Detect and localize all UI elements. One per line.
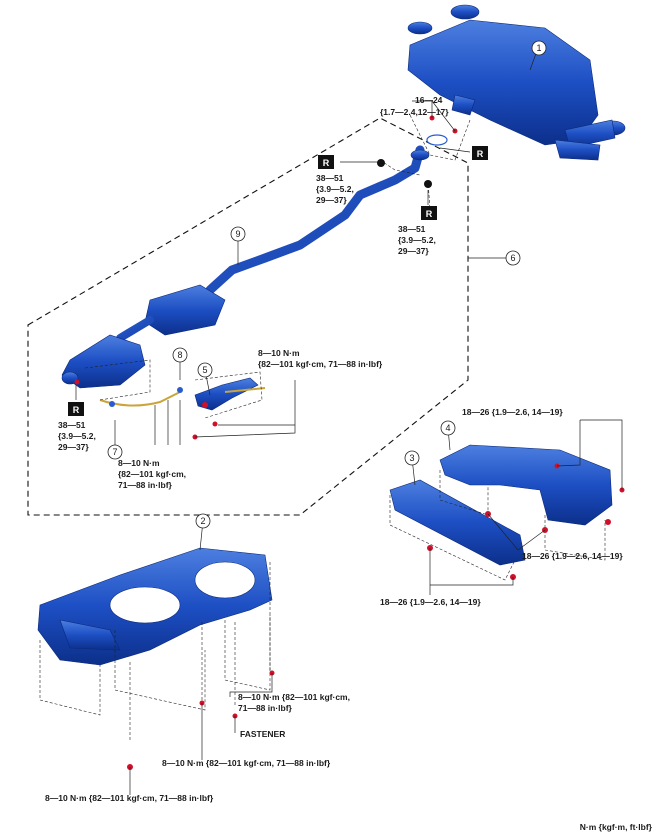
callout-4: 4 — [440, 420, 456, 436]
torque-38-51-top-detail-1: {3.9—5.2, — [316, 184, 354, 194]
callout-9: 9 — [230, 226, 246, 242]
torque-38-51-top: 38—51 — [316, 173, 344, 183]
front-pipe — [61, 145, 430, 389]
callout-3: 3 — [404, 450, 420, 466]
hanger-parts — [99, 377, 266, 411]
torque-8-10-hanger-detail: {82—101 kgf·cm, 71—88 in·lbf} — [258, 359, 383, 369]
units-legend: N·m {kgf·m, ft·lbf} — [580, 822, 653, 832]
torque-38-51-mid: 38—51 — [398, 224, 426, 234]
torque-16-24-detail: {1.7—2.4,12—17} — [380, 107, 449, 117]
torque-8-10-front-cover-a-detail: 71—88 in·lbf} — [238, 703, 293, 713]
torque-8-10-front-cover-a: 8—10 N·m {82—101 kgf·cm, — [238, 692, 350, 702]
svg-text:R: R — [73, 405, 80, 415]
torque-18-26-cover-4: 18—26 {1.9—2.6, 14—19} — [462, 407, 563, 417]
torque-8-10-sensor: 8—10 N·m — [118, 458, 160, 468]
leader-lines — [75, 47, 623, 795]
svg-text:3: 3 — [409, 453, 414, 463]
gasket-ring — [426, 134, 448, 146]
torque-38-51-top-detail-2: 29—37} — [316, 195, 347, 205]
torque-8-10-sensor-detail-1: {82—101 kgf·cm, — [118, 469, 186, 479]
svg-text:R: R — [477, 149, 484, 159]
callout-7: 7 — [107, 444, 123, 460]
svg-text:7: 7 — [112, 447, 117, 457]
replace-mark-muffler: R — [472, 146, 488, 160]
torque-8-10-front-cover-b: 8—10 N·m {82—101 kgf·cm, 71—88 in·lbf} — [162, 758, 331, 768]
torque-8-10-front-cover-c: 8—10 N·m {82—101 kgf·cm, 71—88 in·lbf} — [45, 793, 214, 803]
svg-text:6: 6 — [510, 253, 515, 263]
torque-38-51-low: 38—51 — [58, 420, 86, 430]
torque-38-51-mid-detail-1: {3.9—5.2, — [398, 235, 436, 245]
callout-6: 6 — [505, 250, 521, 266]
torque-18-26-cover-mid: 18—26 {1.9—2.6, 14—19} — [522, 551, 623, 561]
torque-8-10-hanger: 8—10 N·m — [258, 348, 300, 358]
torque-8-10-sensor-detail-2: 71—88 in·lbf} — [118, 480, 173, 490]
under-cover-right — [439, 444, 613, 526]
svg-text:2: 2 — [200, 516, 205, 526]
svg-text:4: 4 — [445, 423, 450, 433]
svg-text:8: 8 — [177, 350, 182, 360]
callout-2: 2 — [195, 513, 211, 529]
replace-mark-top-right: R — [421, 206, 437, 220]
under-cover-front — [37, 547, 273, 666]
under-cover-middle — [389, 479, 526, 566]
callout-1: 1 — [531, 40, 547, 56]
svg-text:9: 9 — [235, 229, 240, 239]
torque-38-51-low-detail-1: {3.9—5.2, — [58, 431, 96, 441]
svg-text:5: 5 — [202, 365, 207, 375]
svg-text:R: R — [323, 158, 330, 168]
svg-text:R: R — [426, 209, 433, 219]
torque-38-51-low-detail-2: 29—37} — [58, 442, 89, 452]
bolts — [74, 115, 625, 770]
torque-16-24: 16—24 — [415, 95, 443, 105]
rear-muffler — [407, 4, 626, 161]
fastener-label: FASTENER — [240, 729, 285, 739]
replace-mark-front: R — [68, 402, 84, 416]
torque-38-51-mid-detail-2: 29—37} — [398, 246, 429, 256]
svg-text:1: 1 — [536, 43, 541, 53]
callout-8: 8 — [172, 347, 188, 363]
callout-5: 5 — [197, 362, 213, 378]
replace-mark-top-left: R — [318, 155, 334, 169]
torque-18-26-cover-3: 18—26 {1.9—2.6, 14—19} — [380, 597, 481, 607]
assembly-outline — [27, 117, 469, 516]
